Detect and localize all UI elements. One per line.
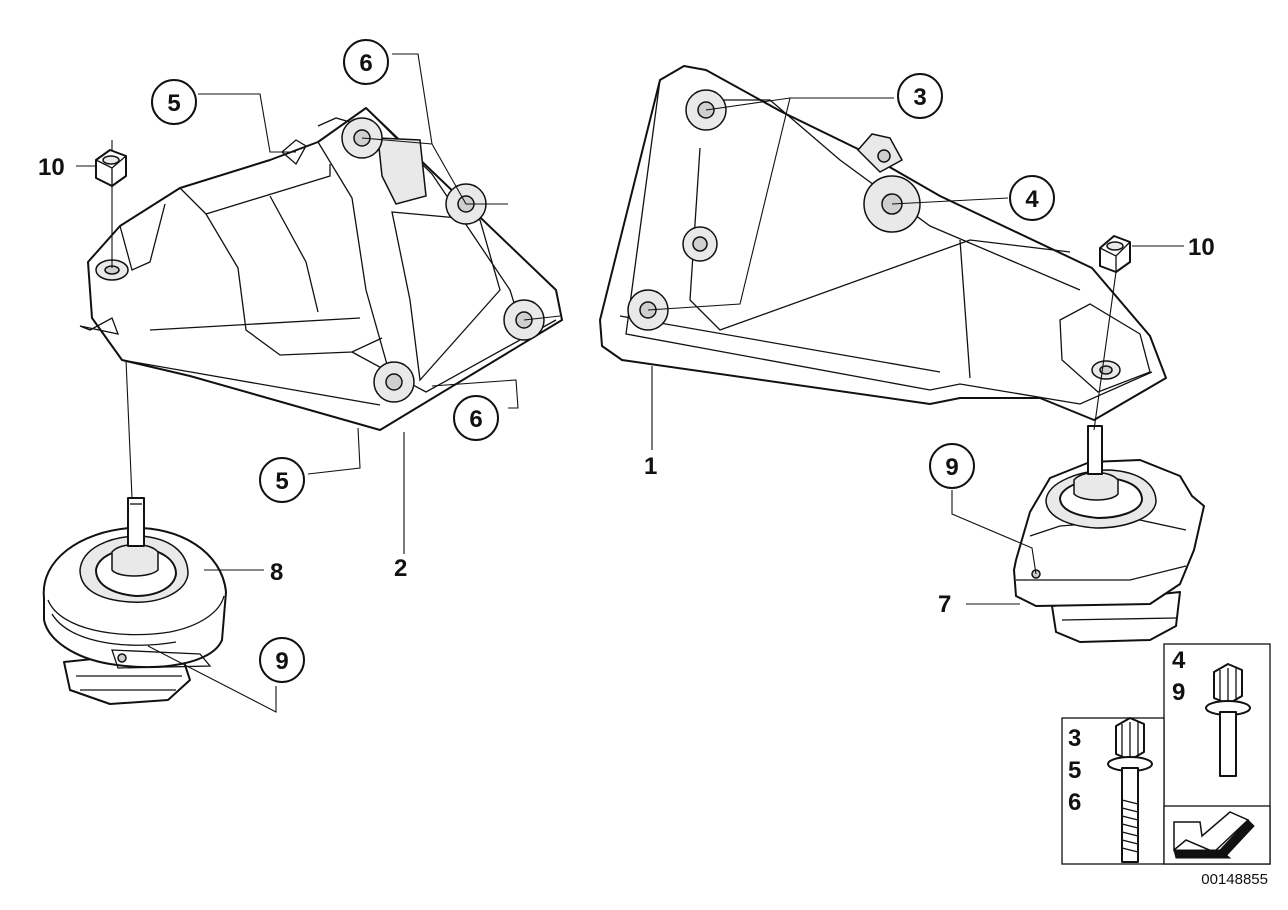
svg-text:3: 3 <box>913 84 926 111</box>
callout-5-bottom: 5 <box>259 457 305 503</box>
long-bolt-icon <box>1107 717 1153 863</box>
long-bolt-panel: 3 5 6 <box>1061 717 1165 865</box>
left-hex-nut <box>95 149 127 187</box>
svg-text:9: 9 <box>945 454 958 481</box>
svg-text:6: 6 <box>1068 789 1081 816</box>
svg-text:9: 9 <box>275 648 288 675</box>
left-engine-bracket <box>79 107 563 431</box>
right-engine-mount <box>1013 425 1205 643</box>
svg-text:4: 4 <box>1025 186 1039 213</box>
svg-text:5: 5 <box>167 90 180 117</box>
label-1: 1 <box>644 453 657 480</box>
svg-text:3: 3 <box>1068 725 1081 752</box>
svg-text:5: 5 <box>1068 757 1081 784</box>
short-bolt-icon <box>1205 663 1251 777</box>
label-2: 2 <box>394 555 407 582</box>
callout-3: 3 <box>897 73 943 119</box>
callout-9-left: 9 <box>259 637 305 683</box>
label-10-left: 10 <box>38 154 65 181</box>
leader-lines <box>76 53 1184 713</box>
svg-text:4: 4 <box>1172 647 1186 674</box>
callout-5-top: 5 <box>151 79 197 125</box>
svg-text:5: 5 <box>275 468 288 495</box>
callout-4: 4 <box>1009 175 1055 221</box>
svg-text:9: 9 <box>1172 679 1185 706</box>
svg-text:6: 6 <box>359 50 372 77</box>
callout-6-top: 6 <box>343 39 389 85</box>
callout-9-right: 9 <box>929 443 975 489</box>
callout-6-bottom: 6 <box>453 395 499 441</box>
navigation-arrow-icon <box>1163 805 1271 865</box>
label-7: 7 <box>938 591 951 618</box>
label-8: 8 <box>270 559 283 586</box>
right-hex-nut <box>1099 235 1131 273</box>
right-engine-bracket <box>599 65 1167 421</box>
label-10-right: 10 <box>1188 234 1215 261</box>
diagram-reference-code: 00148855 <box>1201 871 1268 888</box>
svg-text:6: 6 <box>469 406 482 433</box>
left-engine-mount <box>42 497 227 705</box>
